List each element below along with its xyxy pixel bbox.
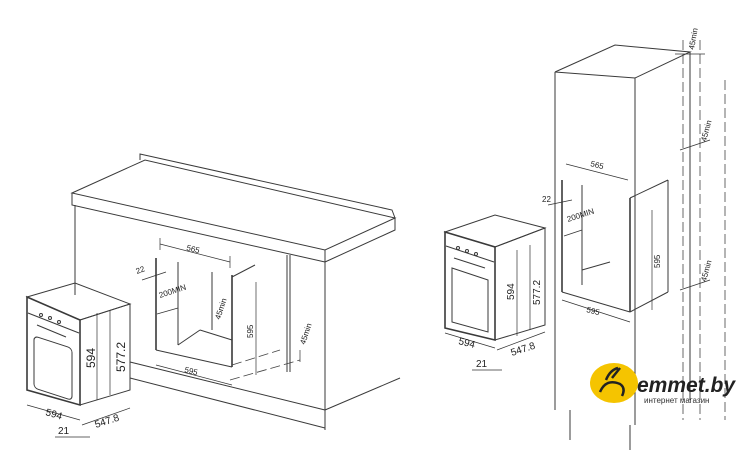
right-door-thickness-label: 21: [476, 359, 488, 370]
left-oven-body-height-label: 577.2: [114, 342, 128, 372]
right-oven: 594 577.2 594 547.8 21: [443, 214, 547, 371]
right-niche-depth-label: 565: [590, 159, 606, 171]
right-niche-width-label: 595: [586, 305, 602, 317]
logo-name: emmet.by: [637, 374, 736, 397]
right-front-offset-label: 22: [542, 195, 551, 204]
right-oven-width-label: 594: [457, 336, 476, 351]
right-oven-height-label: 594: [506, 283, 517, 300]
right-niche-height-label: 595: [653, 254, 662, 268]
emmet-logo: emmet.by интернет магазин: [590, 363, 736, 405]
left-front-offset-label: 22: [135, 264, 147, 276]
left-door-thickness-label: 21: [58, 426, 70, 437]
right-vent-gap-lower-label: 45min: [699, 259, 713, 282]
right-back-gap-label: 200MIN: [566, 207, 596, 224]
left-cabinet: [70, 153, 401, 430]
left-niche-depth-label: 565: [186, 243, 202, 255]
left-vent-gap-outer-label: 45min: [298, 322, 313, 346]
right-dimensions: 45min 45min 565 22 200MIN 595 45min 595: [542, 27, 714, 323]
right-oven-body-height-label: 577.2: [532, 280, 543, 305]
left-oven-depth-label: 547.8: [94, 413, 122, 431]
right-vent-gap-upper-label: 45min: [699, 119, 713, 142]
left-oven: 594 577.2 594 547.8 21: [25, 282, 132, 438]
right-top-gap-label: 45min: [687, 27, 700, 50]
left-niche: [155, 258, 281, 368]
left-back-gap-label: 200MIN: [158, 283, 188, 300]
right-cabinet: [554, 40, 726, 450]
logo-tagline: интернет магазин: [644, 396, 709, 405]
right-oven-depth-label: 547.8: [510, 341, 538, 359]
left-niche-height-label: 595: [246, 324, 255, 338]
left-niche-width-label: 595: [184, 365, 200, 377]
left-vent-gap-inner-label: 45min: [213, 297, 228, 321]
left-oven-width-label: 594: [44, 407, 63, 422]
left-oven-height-label: 594: [84, 348, 98, 368]
